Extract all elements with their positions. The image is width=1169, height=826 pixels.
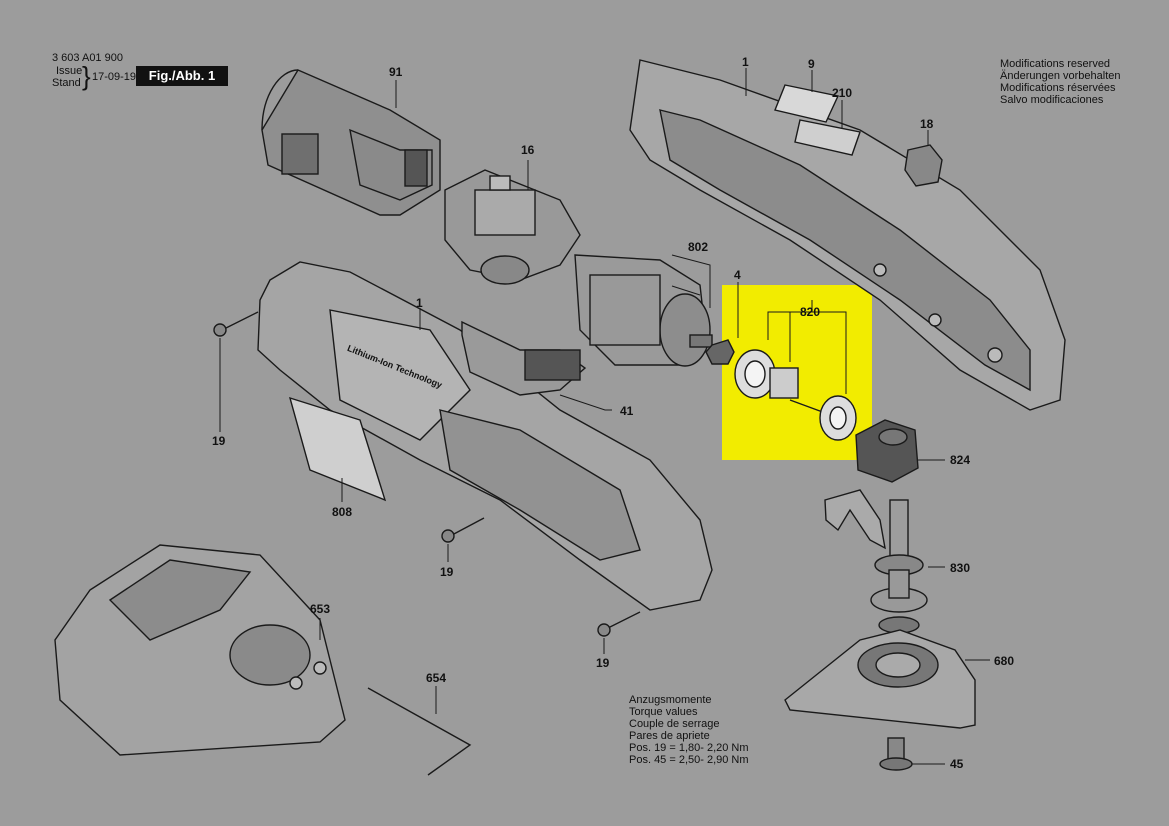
figure-label: Fig./Abb. 1 — [136, 66, 228, 86]
label-4: 4 — [734, 268, 741, 282]
notice-en: Modifications reserved — [1000, 58, 1111, 70]
torque-value-19: Pos. 19 = 1,80- 2,20 Nm — [629, 742, 749, 754]
label-820: 820 — [800, 305, 821, 319]
torque-title-en: Torque values — [629, 706, 698, 718]
label-210: 210 — [832, 86, 853, 100]
notice-fr: Modifications réservées — [1000, 82, 1116, 94]
label-plate-9[interactable] — [774, 84, 840, 123]
bushing-824[interactable] — [855, 419, 919, 483]
brace-glyph: } — [82, 61, 91, 91]
screw-19-c[interactable] — [597, 611, 641, 637]
label-802: 802 — [688, 240, 709, 254]
screw-19-b[interactable] — [441, 517, 485, 543]
torque-title-de: Anzugsmomente — [629, 694, 712, 706]
torque-title-fr: Couple de serrage — [629, 718, 720, 730]
screw-45[interactable] — [879, 737, 913, 771]
label-1-top: 1 — [742, 55, 749, 69]
label-91: 91 — [389, 65, 403, 79]
battery-pack-91[interactable] — [261, 69, 441, 216]
label-45: 45 — [950, 757, 964, 771]
label-41: 41 — [620, 404, 634, 418]
notice-es: Salvo modificaciones — [1000, 94, 1104, 106]
label-19-c: 19 — [596, 656, 610, 670]
pinion-4[interactable] — [705, 339, 735, 365]
label-19-a: 19 — [212, 434, 226, 448]
switch-module-16[interactable] — [444, 169, 581, 285]
torque-title-es: Pares de apriete — [629, 730, 710, 742]
label-1-mid: 1 — [416, 296, 423, 310]
oscillating-spindle-830[interactable] — [824, 489, 928, 634]
label-653: 653 — [310, 602, 331, 616]
slide-switch-41[interactable] — [461, 320, 587, 396]
label-654: 654 — [426, 671, 447, 685]
stand-label: Stand — [52, 77, 81, 89]
label-plate-210[interactable] — [794, 119, 861, 156]
notice-de: Änderungen vorbehalten — [1000, 70, 1121, 82]
hex-key-654[interactable] — [367, 687, 472, 776]
torque-value-45: Pos. 45 = 2,50- 2,90 Nm — [629, 754, 749, 766]
label-808: 808 — [332, 505, 353, 519]
label-9: 9 — [808, 57, 815, 71]
sanding-plate-680[interactable] — [784, 629, 976, 729]
issue-date: 17-09-19 — [92, 71, 137, 83]
label-830: 830 — [950, 561, 971, 575]
charger-653[interactable] — [54, 544, 346, 756]
motor-802[interactable] — [574, 254, 713, 367]
issue-label: Issue — [56, 65, 83, 77]
label-18: 18 — [920, 117, 934, 131]
housing-half-front-1[interactable] — [257, 261, 713, 611]
doc-number: 3 603 A01 900 — [52, 52, 123, 64]
label-19-b: 19 — [440, 565, 454, 579]
label-plate-808[interactable] — [288, 396, 387, 502]
label-680: 680 — [994, 654, 1015, 668]
label-16: 16 — [521, 143, 535, 157]
label-824: 824 — [950, 453, 971, 467]
screw-19-a[interactable] — [213, 311, 259, 337]
housing-half-top-1[interactable] — [629, 59, 1066, 411]
end-cap-18[interactable] — [904, 144, 943, 187]
bearing-set-820[interactable] — [734, 349, 857, 441]
